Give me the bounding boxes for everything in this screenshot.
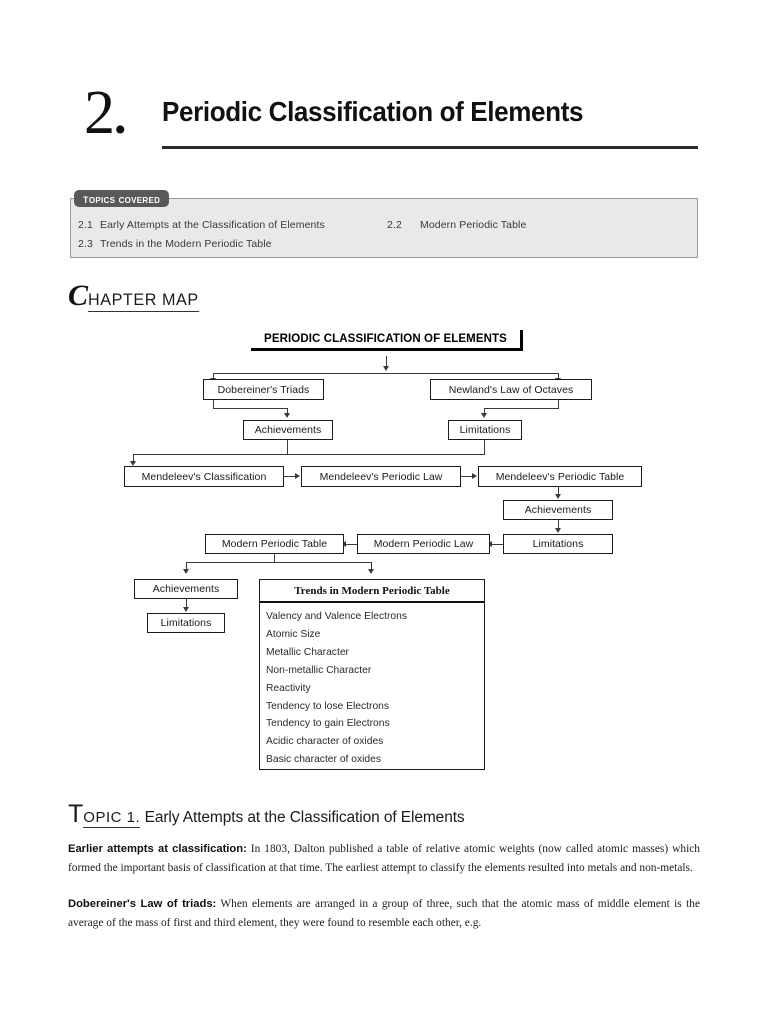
- topics-covered-panel: [70, 198, 698, 258]
- chapter-heading: 2. Periodic Classification of Elements: [72, 82, 698, 150]
- flow-node-mendeleev-law: Mendeleev's Periodic Law: [301, 466, 461, 487]
- flow-node-limitations-3: Limitations: [147, 613, 225, 633]
- chapter-map-heading: CHAPTER MAP: [68, 279, 205, 312]
- arrowhead-achievements-3: [182, 569, 189, 574]
- chapter-number-dot: .: [114, 88, 126, 144]
- topics-covered-tab: Topics Covered: [74, 190, 170, 207]
- topics-covered-label: Topics Covered: [83, 191, 161, 206]
- topic-item-2-1-num: 2.1: [78, 219, 93, 231]
- trends-list-item: Valency and Valence Electrons: [266, 611, 407, 622]
- paragraph-dobereiner-law: Dobereiner's Law of triads: When element…: [68, 895, 700, 932]
- connector-ach1-down: [287, 408, 289, 416]
- connector-ml-mt: [461, 476, 474, 478]
- connector-new-over: [484, 408, 559, 410]
- connector-lim1-out: [484, 440, 486, 455]
- flow-node-modern-table: Modern Periodic Table: [205, 534, 344, 554]
- arrowhead-mendeleev-classification: [129, 461, 136, 466]
- flow-node-achievements-2: Achievements: [503, 500, 613, 520]
- paragraph-text: When elements are arranged in a group of…: [68, 898, 700, 929]
- connector-split-top: [213, 373, 559, 375]
- chapter-map-dropcap: C: [68, 279, 89, 312]
- flow-node-limitations-1: Limitations: [448, 420, 522, 440]
- connector-mtable-bar: [186, 562, 372, 564]
- arrowhead-achievements-1: [283, 413, 290, 418]
- connector-mtable-left: [186, 562, 188, 571]
- arrowhead-mendeleev-law: [295, 472, 300, 479]
- flow-node-newlands-octaves: Newland's Law of Octaves: [430, 379, 592, 400]
- arrowhead-limitations-1: [480, 413, 487, 418]
- trends-list-item: Atomic Size: [266, 628, 321, 640]
- trends-list-item: Tendency to gain Electrons: [266, 718, 390, 730]
- connector-lim1-down: [484, 408, 486, 416]
- chapter-map-label: HAPTER MAP: [88, 290, 199, 312]
- arrowhead-limitations-3: [182, 607, 189, 612]
- flow-node-trends-box: Trends in Modern Periodic Table Valency …: [259, 579, 485, 770]
- topic-item-2-3-num: 2.3: [78, 238, 93, 250]
- connector-ach3-down: [186, 599, 188, 608]
- connector-ach1-out: [287, 440, 289, 455]
- connector-mt-down: [558, 487, 560, 496]
- chapter-number: 2.: [84, 82, 126, 147]
- connector-root-down: [386, 356, 388, 369]
- flow-node-achievements-1: Achievements: [243, 420, 333, 440]
- connector-mc-ml: [284, 476, 297, 478]
- chapter-number-value: 2: [84, 79, 115, 147]
- flow-node-limitations-2: Limitations: [503, 534, 613, 554]
- topic-item-2-2-label: Modern Periodic Table: [420, 219, 527, 231]
- connector-dob-over: [213, 408, 288, 410]
- paragraph-text: In 1803, Dalton published a table of rel…: [68, 843, 700, 874]
- connector-lim2-mlaw: [490, 544, 503, 546]
- topic-label: OPIC 1.: [83, 809, 141, 828]
- flow-node-root: PERIODIC CLASSIFICATION OF ELEMENTS: [251, 330, 523, 351]
- trends-list-item: Tendency to lose Electrons: [266, 700, 390, 712]
- connector-mtable-right: [371, 562, 373, 571]
- flow-node-achievements-3: Achievements: [134, 579, 238, 599]
- paragraph-earlier-attempts: Earlier attempts at classification: In 1…: [68, 840, 700, 877]
- connector-mtable-down: [274, 554, 276, 563]
- arrowhead-root-down: [382, 366, 389, 371]
- paragraph-lead-in: Dobereiner's Law of triads:: [68, 898, 217, 910]
- topic-title: Early Attempts at the Classification of …: [144, 809, 465, 826]
- topic-dropcap: T: [68, 800, 84, 828]
- arrowhead-achievements-2: [554, 494, 561, 499]
- page-title: Periodic Classification of Elements: [162, 96, 584, 127]
- connector-dob-down: [213, 400, 215, 409]
- connector-mlaw-mtable: [344, 544, 357, 546]
- trends-list-item: Non-metallic Character: [266, 664, 372, 676]
- connector-merge-bar: [133, 454, 485, 456]
- topic-heading: TOPIC 1. Early Attempts at the Classific…: [68, 800, 465, 829]
- paragraph-lead-in: Earlier attempts at classification:: [68, 843, 247, 855]
- trends-list-item: Acidic character of oxides: [266, 736, 384, 748]
- topic-item-2-1-label: Early Attempts at the Classification of …: [100, 219, 325, 231]
- flow-node-mendeleev-classification: Mendeleev's Classification: [124, 466, 284, 487]
- flow-node-modern-law: Modern Periodic Law: [357, 534, 490, 554]
- trends-list-item: Metallic Character: [266, 646, 349, 658]
- arrowhead-trends: [367, 569, 374, 574]
- trends-list-item: Reactivity: [266, 682, 311, 694]
- connector-split-left: [213, 373, 215, 381]
- flow-node-dobereiner-triads: Dobereiner's Triads: [203, 379, 324, 400]
- arrowhead-mendeleev-table: [472, 472, 477, 479]
- connector-new-down: [558, 400, 560, 409]
- flow-node-mendeleev-table: Mendeleev's Periodic Table: [478, 466, 642, 487]
- connector-merge-left: [133, 454, 135, 464]
- connector-split-right: [558, 373, 560, 381]
- topic-item-2-2-num: 2.2: [387, 219, 402, 231]
- topic-item-2-3-label: Trends in the Modern Periodic Table: [100, 238, 272, 250]
- trends-list: Valency and Valence Electrons Atomic Siz…: [260, 603, 484, 769]
- title-rule: [162, 146, 698, 149]
- connector-ach2-down: [558, 520, 560, 529]
- arrowhead-limitations-2: [554, 528, 561, 533]
- trends-box-header: Trends in Modern Periodic Table: [260, 580, 484, 603]
- trends-list-item: Basic character of oxides: [266, 754, 382, 766]
